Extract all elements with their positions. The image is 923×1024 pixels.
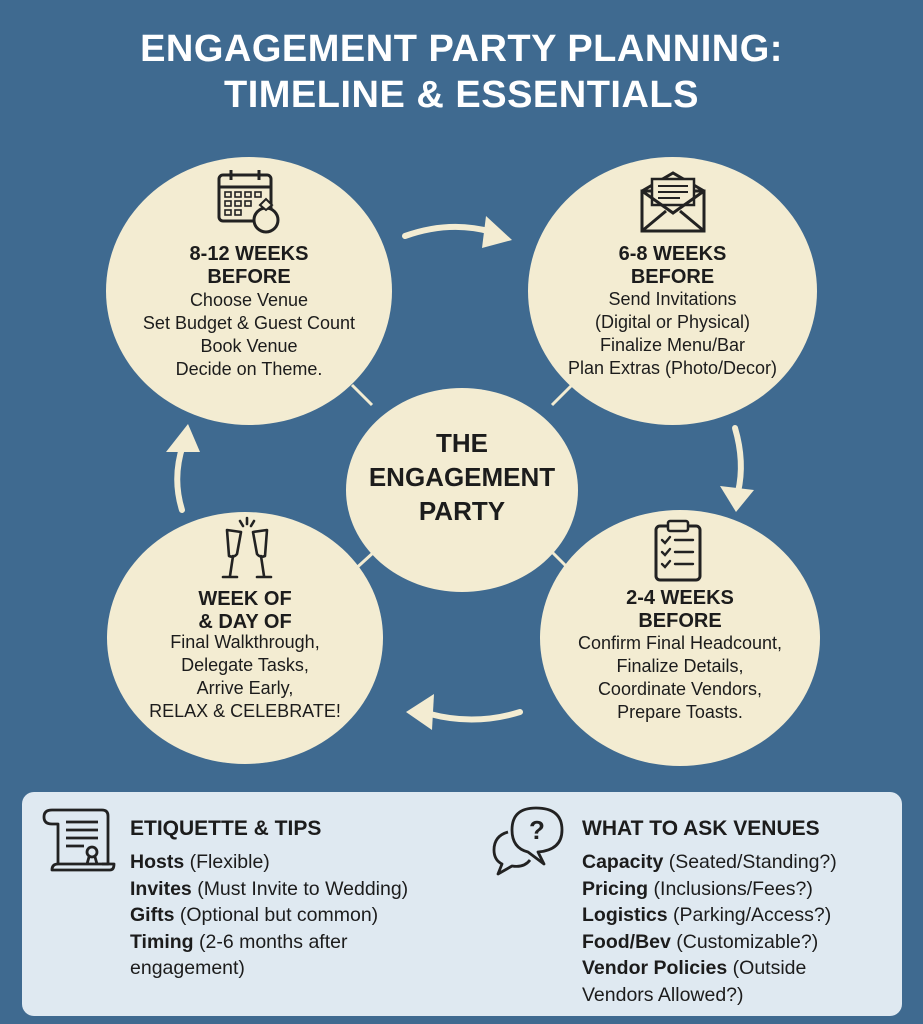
venue-term: Vendor Policies [582,957,728,979]
venue-detail: (Outside [727,957,807,979]
stage-week-of-day-of: WEEK OF & DAY OF Final Walkthrough, Dele… [107,512,383,764]
venue-detail: (Seated/Standing?) [663,851,837,873]
stage-heading-line-2: BEFORE [630,266,715,288]
venue-question: Food/Bev (Customizable?) [582,929,837,956]
stage-task: Set Budget & Guest Count [142,313,356,333]
arrow-bottom-head [406,694,434,730]
envelope-invitation-icon [640,171,706,233]
arrow-right-head [720,486,754,512]
stage-task-list: Final Walkthrough, Delegate Tasks, Arriv… [107,631,383,723]
arrow-top-path [402,223,495,239]
stage-8-12-weeks: 8-12 WEEKS BEFORE Choose Venue Set Budge… [106,157,392,425]
etiquette-term: Gifts [130,904,175,926]
stage-task: (Digital or Physical) [594,312,751,332]
etiquette-detail: (Optional but common) [174,904,379,926]
stage-task: Send Invitations [608,289,737,309]
venues-title: WHAT TO ASK VENUES [582,817,820,840]
stage-task: Finalize Details, [616,656,744,676]
title-line-2: TIMELINE & ESSENTIALS [224,74,699,116]
connector-line-top-right [550,383,574,407]
stage-task: RELAX & CELEBRATE! [149,701,341,721]
etiquette-item: Hosts (Flexible) [130,849,408,876]
etiquette-detail: (Flexible) [184,851,270,873]
venue-question: Logistics (Parking/Access?) [582,902,837,929]
etiquette-item: Invites (Must Invite to Wedding) [130,876,408,903]
stage-task: Decide on Theme. [175,359,323,379]
stage-heading-line-1: 2-4 WEEKS [626,587,734,609]
champagne-glasses-icon [221,516,273,579]
venue-detail: (Customizable?) [670,930,819,953]
center-line-1: THE [436,428,488,458]
arrow-left-path [174,442,186,513]
venue-detail: (Inclusions/Fees?) [648,877,813,900]
stage-task: Choose Venue [189,290,309,310]
venue-question: Vendors Allowed?) [582,982,837,1009]
venue-term: Logistics [582,904,668,926]
venue-question: Capacity (Seated/Standing?) [582,849,837,876]
stage-heading-line-1: 6-8 WEEKS [618,243,727,265]
clipboard-checklist-icon [654,519,702,582]
etiquette-term: Timing [130,930,194,953]
stage-task-list: Choose Venue Set Budget & Guest Count Bo… [106,289,392,381]
stage-task-list: Send Invitations (Digital or Physical) F… [528,288,817,380]
etiquette-title: ETIQUETTE & TIPS [130,817,322,840]
svg-text:?: ? [529,815,545,845]
stage-task: Plan Extras (Photo/Decor) [567,358,778,378]
arrow-top-head [482,216,512,248]
arrow-right-path [732,425,744,495]
stage-heading-line-2: & DAY OF [198,611,292,633]
center-line-3: PARTY [418,496,506,526]
tips-panel: ETIQUETTE & TIPS Hosts (Flexible) Invite… [22,792,902,1016]
center-line-2: ENGAGEMENT [368,462,556,492]
stage-heading-line-2: BEFORE [207,266,291,288]
calendar-ring-icon [217,170,280,234]
stage-task: Final Walkthrough, [170,632,320,652]
stage-task: Arrive Early, [196,678,294,698]
stage-task: Confirm Final Headcount, [577,633,783,653]
etiquette-term: Hosts [130,851,185,873]
stage-6-8-weeks: 6-8 WEEKS BEFORE Send Invitations (Digit… [528,157,817,425]
venue-term: Food/Bev [582,930,671,953]
scroll-certificate-icon [42,808,116,872]
arrow-left-head [166,424,200,452]
stage-task: Book Venue [200,336,298,356]
etiquette-list: Hosts (Flexible) Invites (Must Invite to… [130,849,408,982]
etiquette-item: Timing (2-6 months after [130,929,408,956]
stage-heading-line-1: WEEK OF [198,588,292,610]
arrow-bottom-path [427,709,523,723]
stage-task-list: Confirm Final Headcount, Finalize Detail… [540,632,820,724]
stage-2-4-weeks: 2-4 WEEKS BEFORE Confirm Final Headcount… [540,510,820,766]
stage-heading-line-1: 8-12 WEEKS [189,243,309,265]
center-engagement-party: THE ENGAGEMENT PARTY [346,388,578,592]
stage-heading-line-2: BEFORE [638,610,722,632]
etiquette-detail: (Must Invite to Wedding) [191,877,409,900]
stage-task: Delegate Tasks, [181,655,309,675]
etiquette-term: Invites [130,877,192,900]
etiquette-item: engagement) [130,955,408,982]
venue-question: Pricing (Inclusions/Fees?) [582,876,837,903]
page-title: ENGAGEMENT PARTY PLANNING: TIMELINE & ES… [0,26,923,118]
venue-detail: (Parking/Access?) [667,904,832,926]
venue-question: Vendor Policies (Outside [582,955,837,982]
venues-list: Capacity (Seated/Standing?) Pricing (Inc… [582,849,837,1008]
venue-term: Capacity [582,851,664,873]
etiquette-detail: engagement) [130,957,245,979]
etiquette-item: Gifts (Optional but common) [130,902,408,929]
venue-term: Pricing [582,877,649,900]
etiquette-detail: (2-6 months after [193,930,348,953]
question-speech-bubbles-icon: ? [492,806,564,876]
stage-task: Coordinate Vendors, [597,679,763,699]
venue-detail: Vendors Allowed?) [582,983,744,1006]
stage-task: Finalize Menu/Bar [599,335,746,355]
stage-task: Prepare Toasts. [617,702,743,722]
connector-line-top-left [350,383,374,407]
title-line-1: ENGAGEMENT PARTY PLANNING: [140,28,783,70]
